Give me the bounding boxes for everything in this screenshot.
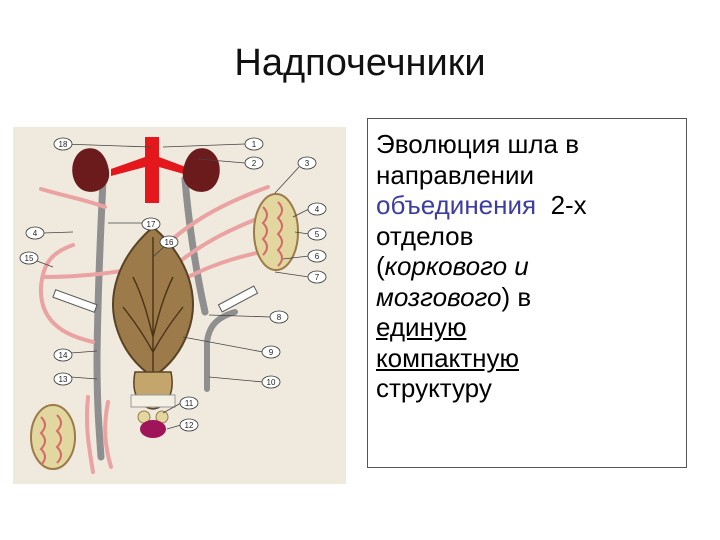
duct-right-lower (204, 309, 238, 392)
striped-tube-left (52, 289, 98, 313)
callout-w4: 2-х (550, 190, 587, 220)
svg-text:11: 11 (185, 399, 194, 408)
callout-w1: Эволюция шла в (376, 129, 580, 159)
callout-w10: единую (376, 312, 467, 342)
marker-9: 9 (261, 345, 281, 359)
urogenital-diagram-svg: 18 1 2 3 4 5 6 7 8 9 10 11 12 13 14 15 1… (19, 137, 327, 474)
gray-ducts (93, 175, 238, 461)
svg-text:14: 14 (59, 351, 68, 360)
bulbar-gland (140, 420, 166, 438)
svg-text:9: 9 (269, 348, 274, 357)
number-markers: 18 1 2 3 4 5 6 7 8 9 10 11 12 13 14 15 1… (19, 137, 327, 432)
marker-16: 16 (159, 235, 179, 249)
svg-text:13: 13 (59, 375, 68, 384)
right-gland-body (253, 193, 299, 271)
marker-14: 14 (53, 348, 73, 362)
striped-tube-right (217, 285, 259, 313)
callout-w9: ) в (501, 281, 532, 312)
kidneys (72, 148, 220, 192)
callout-w12: структуру (376, 373, 492, 403)
svg-text:12: 12 (185, 421, 194, 430)
marker-5: 5 (307, 227, 327, 241)
bladder-sphincter (130, 394, 176, 408)
bladder-veins (122, 237, 184, 372)
svg-text:15: 15 (25, 254, 34, 263)
kidney-left (72, 148, 110, 192)
marker-4-left: 4 (25, 226, 45, 240)
striped-tubes (52, 285, 259, 313)
svg-text:6: 6 (315, 252, 320, 261)
marker-8: 8 (269, 310, 289, 324)
left-gland-body (30, 404, 76, 470)
svg-text:8: 8 (277, 313, 282, 322)
callout-w7: коркового и (384, 251, 529, 281)
callout-w2: направлении (376, 159, 535, 190)
marker-6: 6 (307, 249, 327, 263)
svg-text:7: 7 (315, 273, 320, 282)
left-gland (30, 404, 76, 470)
callout-box: Эволюция шла в направлении объединения 2… (367, 118, 687, 468)
svg-text:2: 2 (252, 159, 257, 168)
svg-text:4: 4 (315, 205, 320, 214)
marker-15: 15 (19, 251, 39, 265)
svg-text:16: 16 (165, 238, 174, 247)
callout-w11: компактную (376, 342, 519, 373)
marker-17: 17 (141, 217, 161, 231)
duct-left (93, 175, 107, 461)
callout-w5: отделов (376, 220, 474, 251)
marker-1: 1 (244, 137, 264, 151)
leader-lines (36, 143, 310, 430)
svg-text:17: 17 (147, 220, 156, 229)
urogenital-diagram: 18 1 2 3 4 5 6 7 8 9 10 11 12 13 14 15 1… (13, 127, 346, 484)
tubule-top-left (39, 187, 107, 209)
left-gland-coils (39, 414, 62, 466)
slide-title: Надпочечники (234, 42, 486, 84)
marker-4-right: 4 (307, 202, 327, 216)
callout-w3: объединения (376, 190, 537, 220)
marker-7: 7 (307, 270, 327, 284)
tubule-bottom-left-2 (84, 395, 95, 474)
aorta-trunk (145, 137, 159, 203)
svg-text:1: 1 (252, 140, 257, 149)
tubule-bottom-left (103, 400, 113, 469)
right-gland (253, 193, 299, 271)
svg-text:5: 5 (315, 230, 320, 239)
kidney-right (182, 148, 220, 192)
marker-2: 2 (244, 156, 264, 170)
tubule-left-loop (38, 243, 95, 344)
callout-w6: ( (376, 251, 385, 281)
svg-text:18: 18 (59, 140, 68, 149)
svg-text:3: 3 (305, 159, 310, 168)
callout-w8: мозгового (376, 281, 502, 312)
marker-13: 13 (53, 372, 73, 386)
marker-18: 18 (53, 137, 73, 151)
marker-3: 3 (297, 156, 317, 170)
right-gland-coils (261, 201, 283, 267)
bladder (112, 225, 194, 438)
svg-text:4: 4 (33, 229, 38, 238)
marker-11: 11 (179, 396, 199, 410)
svg-text:10: 10 (267, 378, 276, 387)
marker-10: 10 (261, 375, 281, 389)
duct-right-upper (181, 175, 209, 316)
renal-artery-left (111, 157, 145, 176)
marker-12: 12 (179, 418, 199, 432)
